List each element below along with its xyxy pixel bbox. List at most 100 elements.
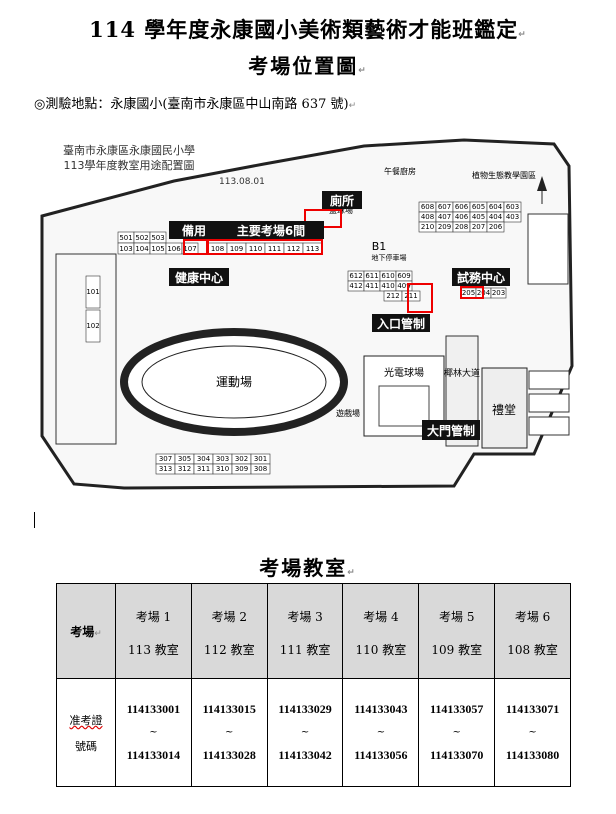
- room-number-211: 211: [404, 292, 417, 300]
- callout-exam-affairs: 試務中心: [452, 268, 510, 286]
- compass-icon: [537, 176, 547, 204]
- exam-affairs-highlight: [460, 286, 484, 299]
- map-school-name: 臺南市永康區永康國民小學: [63, 143, 195, 157]
- callout-health-center: 健康中心: [169, 268, 229, 286]
- left-building: [55, 253, 117, 445]
- number-range-cell: 114133057~114133070: [418, 678, 496, 787]
- room-number-208: 208: [455, 223, 468, 231]
- number-range-cell: 114133001~114133014: [115, 678, 192, 787]
- room-number-405: 405: [472, 213, 485, 221]
- room-number-103: 103: [119, 245, 132, 253]
- room-cell: [490, 287, 507, 299]
- room-number-301: 301: [254, 455, 267, 463]
- room-number-209: 209: [438, 223, 451, 231]
- room-number-309: 309: [235, 465, 248, 473]
- room-number-313: 313: [159, 465, 172, 473]
- room-number-203: 203: [492, 289, 505, 297]
- room-number-308: 308: [254, 465, 267, 473]
- room-cell: [85, 275, 101, 309]
- room-number-612: 612: [349, 272, 362, 280]
- room-number-207: 207: [472, 223, 485, 231]
- room-number-312: 312: [178, 465, 191, 473]
- entry-highlight: [407, 283, 433, 313]
- room-cell: [486, 221, 505, 233]
- text-cursor: [34, 512, 35, 528]
- track-inner: [141, 345, 327, 419]
- room-cell: [401, 290, 421, 302]
- corner-cell: 考場↵: [56, 582, 116, 680]
- svg-text:健康中心: 健康中心: [175, 270, 223, 285]
- room-number-105: 105: [151, 245, 164, 253]
- document-subtitle: 考場位置圖↵: [248, 54, 368, 78]
- document-title: 114 學年度永康國小美術類藝術才能班鑑定↵: [89, 17, 527, 42]
- svg-text:試務中心: 試務中心: [457, 270, 505, 285]
- svg-text:主要考場6間: 主要考場6間: [237, 223, 305, 238]
- room-number-605: 605: [472, 203, 485, 211]
- main-rooms-highlight: [207, 239, 323, 255]
- room-cell: [250, 463, 271, 475]
- room-number-110: 110: [249, 245, 262, 253]
- room-number-205: 205: [462, 289, 475, 297]
- room-number-604: 604: [489, 203, 503, 211]
- room-number-307: 307: [159, 455, 172, 463]
- room-number-111: 111: [268, 245, 281, 253]
- exam-location: ◎測驗地點：永康國小(臺南市永康區中山南路 637 號)↵: [34, 97, 357, 112]
- room-number-603: 603: [506, 203, 519, 211]
- room-number-302: 302: [235, 455, 248, 463]
- court-label: 光電球場: [384, 366, 424, 379]
- hall: [481, 367, 528, 449]
- room-number-210: 210: [421, 223, 434, 231]
- number-range-cell: 114133015~114133028: [190, 678, 268, 787]
- room-number-411: 411: [365, 282, 378, 290]
- map-plan-title: 113學年度教室用途配置圖: [64, 158, 195, 172]
- table-row: 准考證 號碼 114133001~114133014 114133015~114…: [56, 678, 571, 787]
- room-number-303: 303: [216, 455, 229, 463]
- room-number-407: 407: [438, 213, 451, 221]
- room-number-403: 403: [506, 213, 519, 221]
- room-number-106: 106: [167, 245, 181, 253]
- room-number-609: 609: [397, 272, 410, 280]
- number-range-cell: 114133029~114133042: [266, 678, 344, 787]
- room-number-104: 104: [135, 245, 149, 253]
- room-cell: [503, 211, 522, 223]
- room-number-606: 606: [455, 203, 469, 211]
- room-number-409: 409: [397, 282, 410, 290]
- room-number-607: 607: [438, 203, 451, 211]
- room-number-101: 101: [86, 288, 99, 296]
- callout-entry-control: 入口管制: [372, 314, 430, 332]
- b1-sub: 地下停車場: [372, 253, 407, 262]
- room-number-212: 212: [386, 292, 399, 300]
- avenue-label: 椰林大道: [444, 367, 480, 379]
- room-number-112: 112: [287, 245, 300, 253]
- callout-gate-control: 大門管制: [422, 420, 480, 440]
- room-number-608: 608: [421, 203, 434, 211]
- b1-label: B1: [372, 240, 387, 253]
- room-number-311: 311: [197, 465, 210, 473]
- room-number-406: 406: [455, 213, 469, 221]
- garden-label: 植物生態教學園區: [472, 170, 536, 180]
- room-number-304: 304: [197, 455, 211, 463]
- kitchen-label: 午餐廚房: [384, 166, 416, 176]
- room-cell: [85, 309, 101, 343]
- svg-text:備用: 備用: [182, 223, 206, 238]
- room-number-501: 501: [119, 234, 132, 242]
- room-number-113: 113: [306, 245, 319, 253]
- room-number-109: 109: [230, 245, 243, 253]
- number-range-cell: 114133043~114133056: [342, 678, 420, 787]
- room-number-107: 107: [183, 245, 196, 253]
- callout-main-rooms: 主要考場6間: [219, 221, 324, 239]
- exam-rooms-title: 考場教室↵: [259, 556, 357, 580]
- field-label: 運動場: [216, 375, 252, 389]
- svg-text:大門管制: 大門管制: [427, 423, 475, 438]
- room-number-310: 310: [216, 465, 229, 473]
- svg-text:入口管制: 入口管制: [377, 316, 425, 331]
- map-date: 113.08.01: [219, 177, 265, 187]
- room-number-102: 102: [86, 322, 99, 330]
